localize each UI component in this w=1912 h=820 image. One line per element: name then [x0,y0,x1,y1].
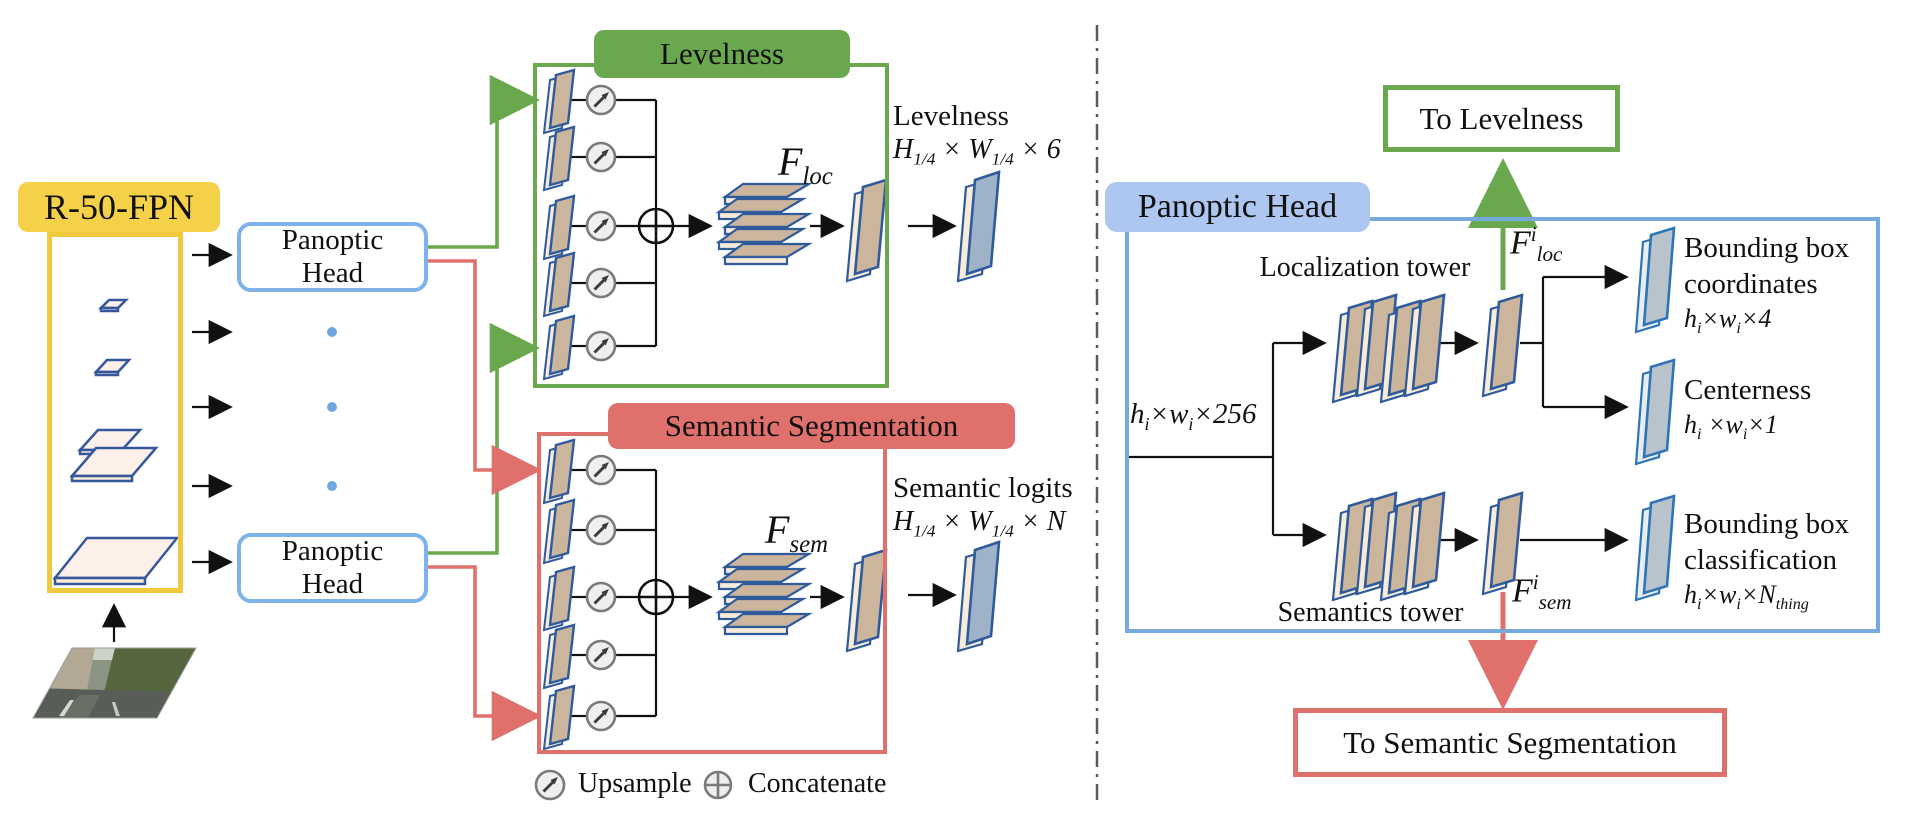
panoptic-head-line2: Head [301,568,364,600]
levelness-internals [542,68,1001,381]
concatenate-icon [703,770,733,800]
red-wires [428,259,543,742]
panoptic-head-bottom: Panoptic Head [237,533,428,603]
semseg-box [537,432,887,754]
bbox-classification-formula: hi×wi×Nthing [1684,580,1809,614]
fpn-feature-maps [52,298,180,586]
levelness-output-map [956,170,1001,283]
bbox-coordinates-formula: hi×wi×4 [1684,304,1772,338]
legend-upsample-label: Upsample [578,768,692,799]
panoptic-head-top: Panoptic Head [237,222,428,292]
fpn-pyramid-box [47,232,183,593]
bbox-coordinates-line2: coordinates [1684,268,1818,300]
levelness-output-formula: H1/4 × W1/4 × 6 [893,134,1061,169]
panoptic-head-line2: Head [301,257,364,289]
to-semseg-box: To Semantic Segmentation [1293,708,1727,777]
fsem-label: Fsem [765,507,829,558]
upsample-icon [534,769,566,801]
to-levelness-box: To Levelness [1383,85,1620,152]
panel-title-text: Panoptic Head [1137,188,1338,225]
panoptic-head-panel-title: Panoptic Head [1105,182,1370,232]
panoptic-head-panel-box [1125,217,1880,633]
to-semseg-text: To Semantic Segmentation [1343,724,1677,760]
head-ellipsis-dots [327,327,337,491]
fpn-output-arrows [101,242,233,642]
bbox-coordinates-line1: Bounding box [1684,232,1850,264]
fpn-title: R-50-FPN [18,182,220,232]
floc-i-label: Filoc [1510,222,1563,267]
panel-input-label: hi×wi×256 [1130,398,1257,434]
levelness-output-title: Levelness [893,100,1009,132]
semantic-output-formula: H1/4 × W1/4 × N [893,506,1066,541]
centerness-line1: Centerness [1684,374,1812,406]
localization-tower-label: Localization tower [1259,252,1471,283]
levelness-title-text: Levelness [660,36,784,71]
fpn-title-text: R-50-FPN [43,187,195,227]
bbox-classification-line1: Bounding box [1684,508,1850,540]
centerness-formula: hi ×wi×1 [1684,410,1778,444]
semantics-tower-label: Semantics tower [1277,597,1464,628]
semseg-title: Semantic Segmentation [608,403,1015,449]
semantic-output-title: Semantic logits [893,472,1073,504]
semseg-internals [542,438,1001,751]
input-street-image [32,647,197,719]
panoptic-head-line1: Panoptic [281,224,384,256]
semseg-title-text: Semantic Segmentation [664,408,959,443]
semantic-output-map [956,540,1001,653]
bbox-classification-line2: classification [1684,544,1838,576]
panoptic-head-line1: Panoptic [281,535,384,567]
green-wires [428,74,541,555]
panoptic-head-detail [1127,158,1676,710]
levelness-title: Levelness [594,30,850,78]
legend-concatenate-label: Concatenate [748,768,887,799]
levelness-box [533,63,889,388]
to-levelness-text: To Levelness [1419,100,1584,136]
floc-label: Floc [778,139,833,190]
fsem-i-label: Fisem [1512,570,1572,615]
